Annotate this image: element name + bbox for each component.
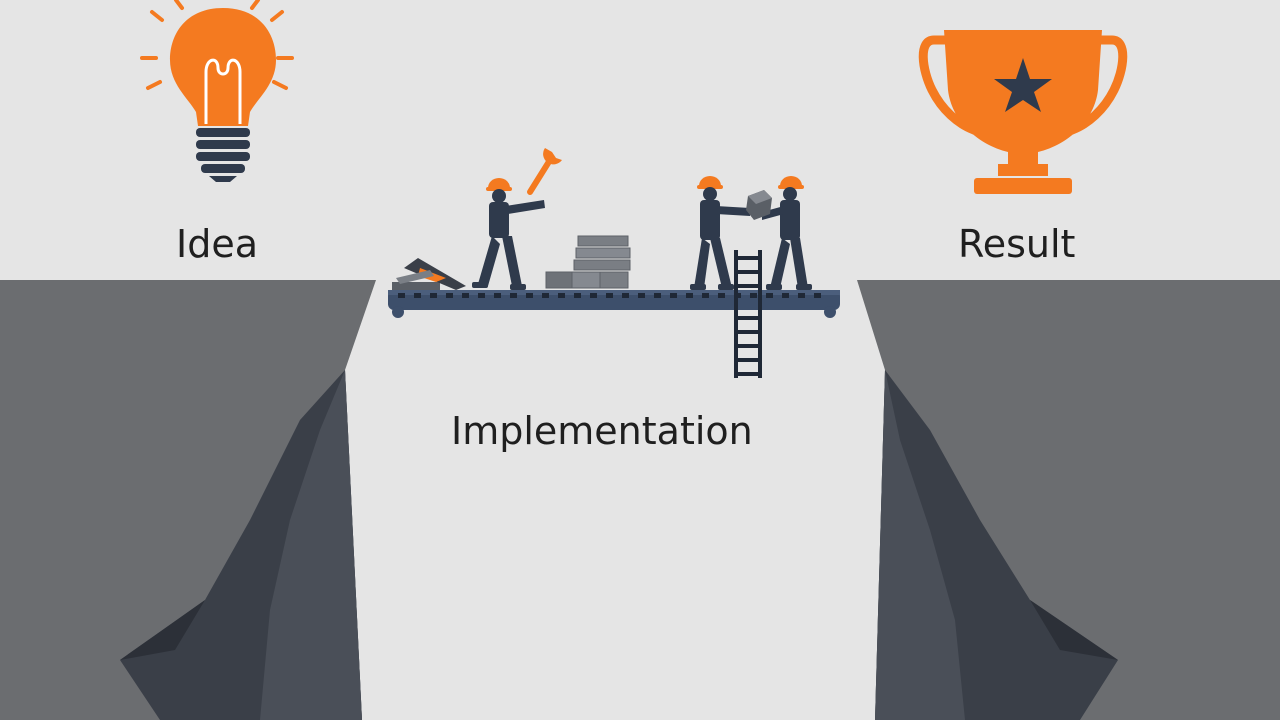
worker-carrying-right: [762, 176, 812, 290]
carried-block: [746, 190, 772, 220]
left-cliff: [0, 280, 376, 720]
plank-stack: [545, 235, 631, 289]
star-icon: [994, 58, 1052, 112]
ladder: [734, 250, 762, 378]
trophy-icon: [918, 30, 1128, 194]
result-label: Result: [958, 222, 1076, 266]
worker-with-wrench: [472, 178, 545, 290]
worker-carrying-left: [690, 176, 750, 290]
idea-label: Idea: [176, 222, 258, 266]
lightbulb-icon: [140, 0, 294, 182]
toolbox: [392, 258, 466, 290]
bridge-deck: [388, 290, 840, 318]
implementation-label: Implementation: [451, 409, 753, 453]
right-cliff: [857, 280, 1280, 720]
wrench-icon: [527, 148, 562, 195]
